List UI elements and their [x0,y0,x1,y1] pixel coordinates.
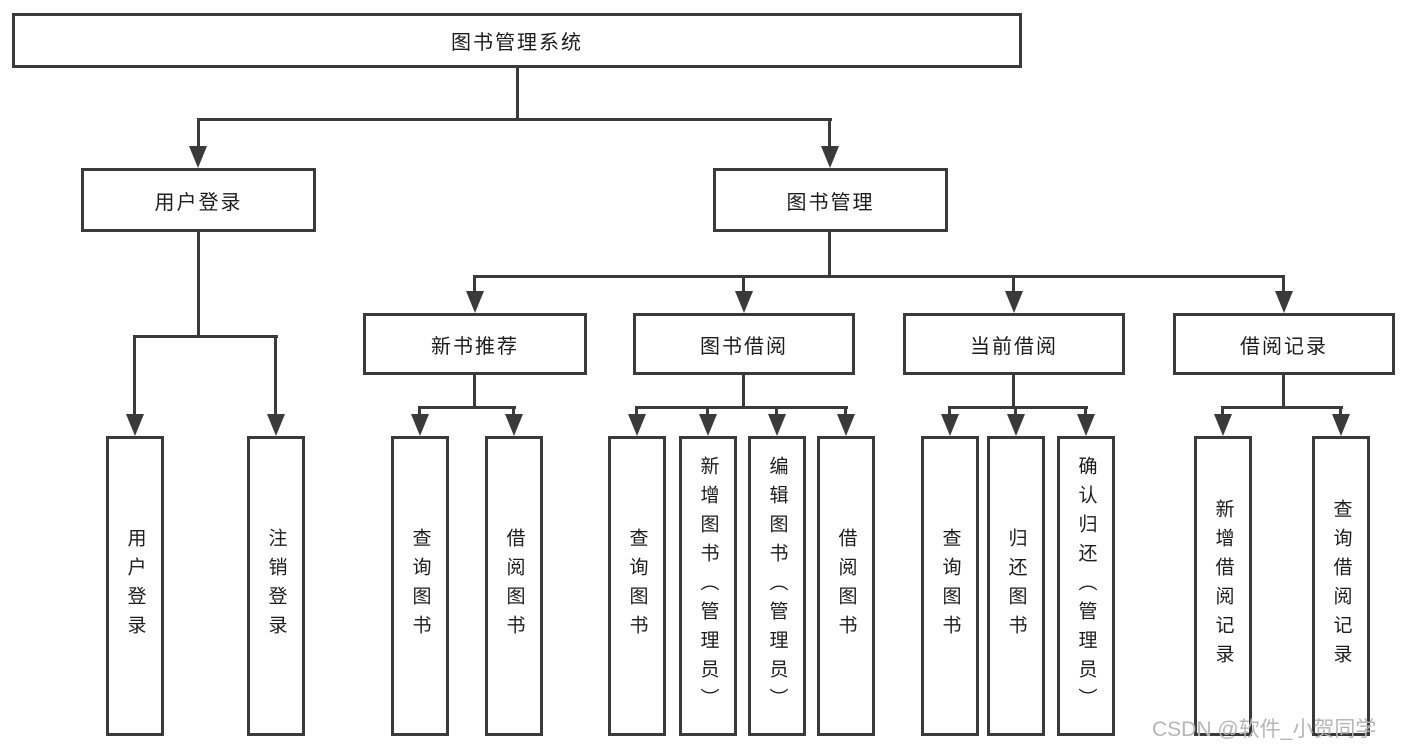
csdn-watermark: CSDN @软件_小贺同学 [1152,718,1377,741]
arrow-down-icon [267,414,285,436]
node-new-book-recommend-label: 新书推荐 [431,335,519,358]
edge-recommend-down [473,375,476,406]
edge-root-stem [516,68,519,118]
edge-l3-stem [1012,275,1015,293]
leaf-logout-label: 注销登录 [265,528,287,644]
leaf-search-book-current: 查询图书 [921,436,979,736]
edge-leaf-stem [948,406,951,418]
leaf-borrow-book-recommend: 借阅图书 [485,436,543,736]
node-current-borrow-label: 当前借阅 [970,335,1058,358]
arrow-down-icon [466,291,484,313]
arrow-down-icon [1275,291,1293,313]
edge-user-login-rail [133,335,278,338]
edge-l3-stem [742,275,745,293]
edge-l3-stem [473,275,476,293]
node-current-borrow: 当前借阅 [903,313,1125,375]
leaf-add-borrow-record-label: 新增借阅记录 [1212,499,1234,673]
leaf-add-book-admin-label: 新增图书（管理员） [697,455,719,717]
edge-user-login-stem [197,118,200,148]
node-library-system-label: 图书管理系统 [451,32,583,54]
leaf-search-borrow-record-label: 查询借阅记录 [1330,499,1352,673]
edge-leaf-stem [1084,406,1087,418]
edge-leaf-stem [512,406,515,418]
edge-l3-stem [1282,275,1285,293]
edge-leaf-stem [706,406,709,418]
edge-records-rail [1221,406,1343,409]
leaf-add-borrow-record: 新增借阅记录 [1194,436,1252,736]
edge-recommend-rail [418,406,516,409]
leaf-search-book-borrow: 查询图书 [608,436,666,736]
leaf-search-book-recommend-label: 查询图书 [409,528,431,644]
leaf-search-book-recommend: 查询图书 [391,436,449,736]
edge-current-rail [948,406,1088,409]
arrow-down-icon [941,414,959,436]
leaf-borrow-book-recommend-label: 借阅图书 [503,528,525,644]
arrow-down-icon [837,414,855,436]
edge-leaf-stem [1014,406,1017,418]
node-user-login-label: 用户登录 [154,191,243,214]
edge-leaf-stem [1339,406,1342,418]
node-new-book-recommend: 新书推荐 [363,313,587,375]
edge-borrow-rail [635,406,848,409]
edge-leaf-stem [775,406,778,418]
arrow-down-icon [699,414,717,436]
node-library-system: 图书管理系统 [12,13,1022,68]
arrow-down-icon [189,146,207,168]
arrow-down-icon [821,146,839,168]
edge-records-down [1282,375,1285,406]
arrow-down-icon [628,414,646,436]
arrow-down-icon [505,414,523,436]
leaf-borrow-book: 借阅图书 [817,436,875,736]
edge-book-mgmt-down [828,232,831,275]
leaf-return-book-label: 归还图书 [1005,528,1027,644]
leaf-confirm-return-admin-label: 确认归还（管理员） [1075,455,1097,717]
leaf-search-book-current-label: 查询图书 [939,528,961,644]
leaf-logout: 注销登录 [247,436,305,736]
edge-borrow-down [742,375,745,406]
edge-book-mgmt-rail [473,275,1285,278]
leaf-search-borrow-record: 查询借阅记录 [1312,436,1370,736]
node-user-login: 用户登录 [81,168,316,232]
edge-book-mgmt-stem [828,118,831,148]
node-book-management-label: 图书管理 [786,191,875,214]
arrow-down-icon [126,414,144,436]
leaf-confirm-return-admin: 确认归还（管理员） [1057,436,1115,736]
node-book-management: 图书管理 [713,168,948,232]
leaf-return-book: 归还图书 [987,436,1045,736]
arrow-down-icon [1332,414,1350,436]
arrow-down-icon [1005,291,1023,313]
leaf-edit-book-admin: 编辑图书（管理员） [748,436,806,736]
arrow-down-icon [1077,414,1095,436]
edge-leaf-stem [844,406,847,418]
edge-leaf-stem [418,406,421,418]
node-book-borrow-label: 图书借阅 [700,335,788,358]
arrow-down-icon [1007,414,1025,436]
leaf-user-login-label: 用户登录 [124,528,146,644]
arrow-down-icon [1214,414,1232,436]
node-borrow-records-label: 借阅记录 [1240,335,1328,358]
edge-leaf-stem [133,335,136,415]
edge-current-down [1012,375,1015,406]
arrow-down-icon [768,414,786,436]
leaf-borrow-book-label: 借阅图书 [835,528,857,644]
arrow-down-icon [411,414,429,436]
edge-leaf-stem [635,406,638,418]
leaf-user-login: 用户登录 [106,436,164,736]
node-book-borrow: 图书借阅 [633,313,855,375]
arrow-down-icon [735,291,753,313]
edge-root-rail [197,118,832,121]
edge-leaf-stem [274,335,277,415]
node-borrow-records: 借阅记录 [1173,313,1395,375]
leaf-edit-book-admin-label: 编辑图书（管理员） [766,455,788,717]
edge-user-login-down [197,232,200,335]
leaf-add-book-admin: 新增图书（管理员） [679,436,737,736]
edge-leaf-stem [1221,406,1224,418]
leaf-search-book-borrow-label: 查询图书 [626,528,648,644]
